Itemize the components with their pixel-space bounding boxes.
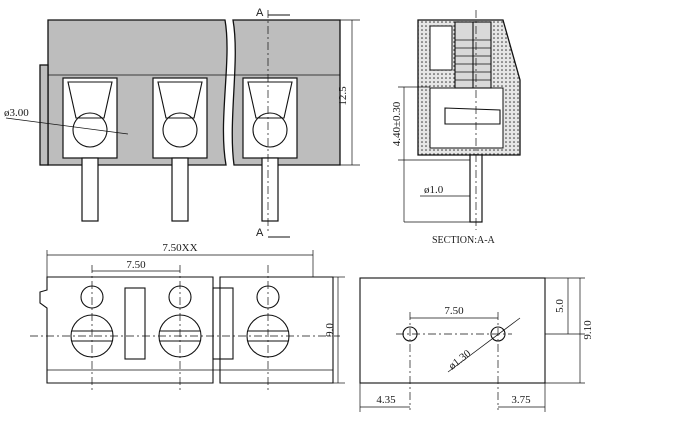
section-marker-bottom: A [256, 227, 264, 239]
front-view: A A ø3.00 12.5 [4, 7, 360, 239]
dia-leader [5, 117, 129, 135]
terminal-3 [242, 77, 298, 222]
hole-pitch-label: 7.50 [444, 305, 464, 317]
terminal-1 [62, 77, 118, 222]
footprint-height-label: 9.10 [582, 320, 594, 340]
section-marker-top: A [256, 7, 264, 19]
pin-dia-label: ø1.0 [424, 184, 444, 196]
hole-dia-leader [447, 317, 521, 373]
top-body-right [219, 276, 334, 384]
dia-wire-entry-label: ø3.00 [4, 107, 29, 119]
height-front-label: 12.5 [337, 86, 349, 106]
section-clamp [444, 107, 501, 125]
footprint-view: 7.50 ø1.30 5.0 9.10 4.35 3.75 [359, 277, 594, 412]
top-view: 7.50XX 7.50 9.0 [30, 242, 345, 390]
left-offset-label: 4.35 [376, 394, 396, 406]
pitch-top-label: 7.50 [126, 259, 146, 271]
section-cavity-upper [429, 25, 453, 71]
section-cavity-lower [429, 87, 504, 149]
top-body-left [39, 276, 214, 384]
terminal-2 [152, 77, 208, 222]
top-separator-1 [124, 287, 146, 360]
top-separator-2 [212, 287, 234, 360]
depth-top-label: 9.0 [324, 323, 336, 337]
overall-pitch-label: 7.50XX [162, 242, 197, 254]
section-label: SECTION:A-A [432, 235, 496, 246]
footprint-outline [359, 277, 546, 384]
section-view: 4.40±0.30 ø1.0 SECTION:A-A [391, 10, 521, 246]
right-offset-label: 3.75 [511, 394, 531, 406]
footprint-half-label: 5.0 [554, 299, 566, 313]
hole-dia-label: ø1.30 [446, 347, 473, 372]
pin-length-label: 4.40±0.30 [391, 101, 403, 146]
front-side-lip [39, 64, 49, 166]
